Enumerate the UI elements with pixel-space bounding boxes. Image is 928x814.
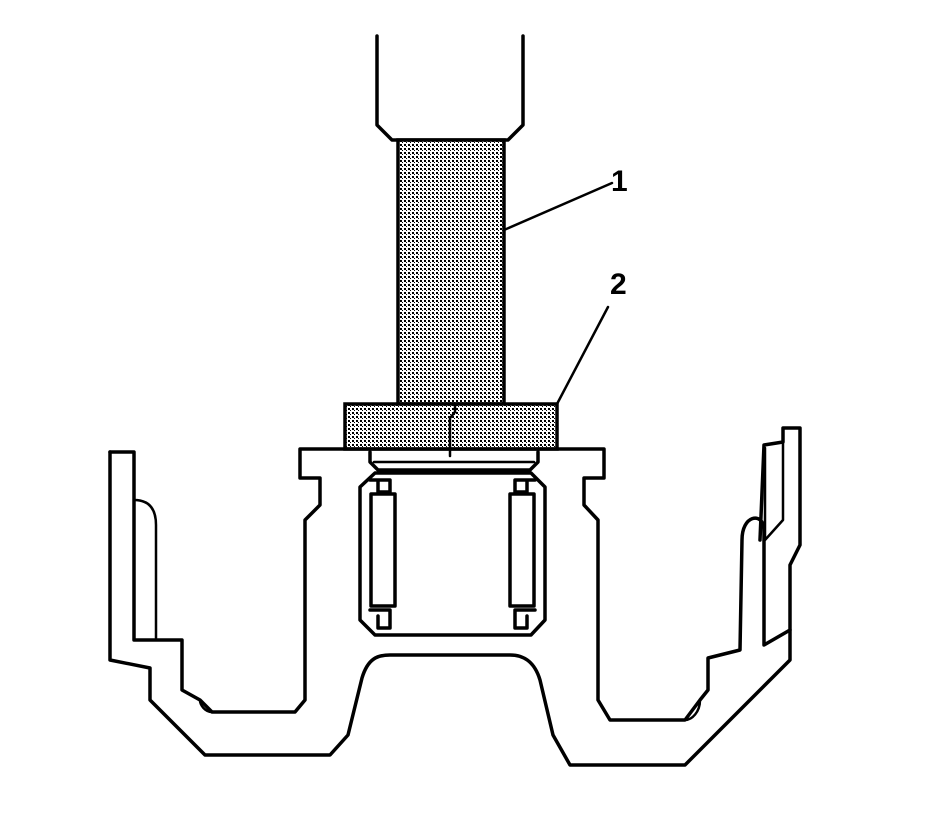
callout-2-label: 2	[610, 268, 627, 301]
installer-plate	[343, 402, 559, 458]
installer-tool-shaft	[396, 138, 506, 406]
leader-line-2	[555, 305, 610, 406]
press-ram	[375, 34, 525, 142]
leader-line-1	[502, 181, 614, 232]
callout-1-label: 1	[611, 165, 628, 198]
housing-section	[108, 426, 802, 767]
seal-assembly	[358, 450, 547, 637]
